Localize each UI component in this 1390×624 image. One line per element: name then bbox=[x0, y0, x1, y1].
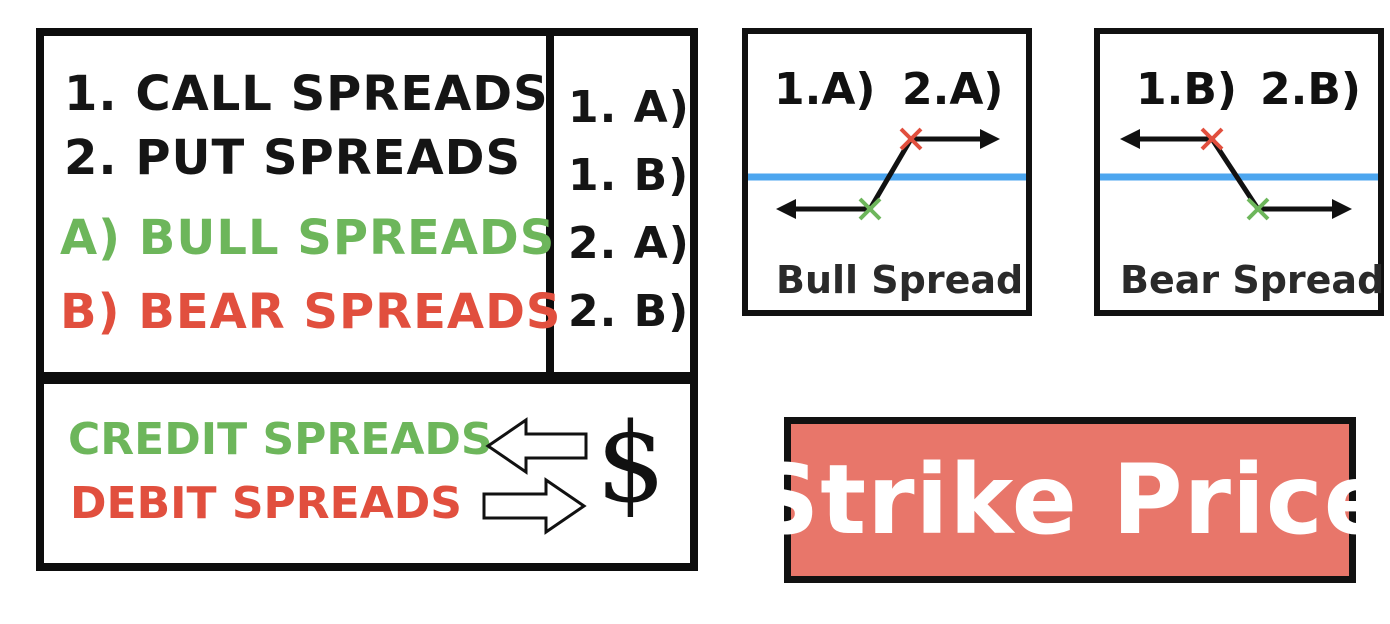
definition-bear-spreads: B) BEAR SPREADS bbox=[60, 284, 562, 340]
right-arrowhead bbox=[980, 129, 1000, 149]
bear-tag-2b: 2.B) bbox=[1260, 64, 1361, 115]
bear-tag-1b: 1.B) bbox=[1136, 64, 1237, 115]
panel-horizontal-divider bbox=[38, 372, 696, 380]
right-arrowhead bbox=[1332, 199, 1352, 219]
bear-spread-diagram: 1.B) 2.B) Bear Spread bbox=[1094, 28, 1384, 316]
left-arrowhead bbox=[776, 199, 796, 219]
combo-2b: 2. B) bbox=[568, 286, 690, 337]
panel-vertical-divider bbox=[546, 30, 554, 378]
long-strike-marker bbox=[858, 197, 882, 221]
combo-1b: 1. B) bbox=[568, 150, 690, 201]
combo-2a: 2. A) bbox=[568, 218, 690, 269]
long-strike-marker bbox=[1246, 197, 1270, 221]
dollar-icon: $ bbox=[596, 399, 666, 527]
bull-tag-2a: 2.A) bbox=[902, 64, 1004, 115]
short-strike-marker bbox=[899, 127, 923, 151]
left-arrowhead bbox=[1120, 129, 1140, 149]
right-arrow-icon bbox=[482, 477, 587, 535]
payoff-slope bbox=[1209, 137, 1261, 211]
panel-inner-divider bbox=[38, 380, 696, 384]
bear-spread-caption: Bear Spread bbox=[1120, 258, 1385, 302]
bull-spread-diagram: 1.A) 2.A) Bull Spread bbox=[742, 28, 1032, 316]
bull-spread-caption: Bull Spread bbox=[776, 258, 1024, 302]
definition-call-spreads: 1. CALL SPREADS bbox=[64, 66, 549, 122]
strike-price-label: Strike Price bbox=[750, 444, 1390, 556]
strike-price-box: Strike Price bbox=[750, 417, 1389, 583]
definition-bull-spreads: A) BULL SPREADS bbox=[60, 210, 556, 266]
credit-spreads-label: CREDIT SPREADS bbox=[68, 414, 493, 465]
definition-put-spreads: 2. PUT SPREADS bbox=[64, 130, 522, 186]
combo-1a: 1. A) bbox=[568, 82, 690, 133]
left-arrow-icon bbox=[485, 417, 588, 475]
spreads-overview-panel bbox=[36, 28, 698, 571]
short-strike-marker bbox=[1200, 127, 1224, 151]
bull-tag-1a: 1.A) bbox=[774, 64, 876, 115]
debit-spreads-label: DEBIT SPREADS bbox=[70, 478, 462, 529]
payoff-slope bbox=[867, 137, 914, 211]
